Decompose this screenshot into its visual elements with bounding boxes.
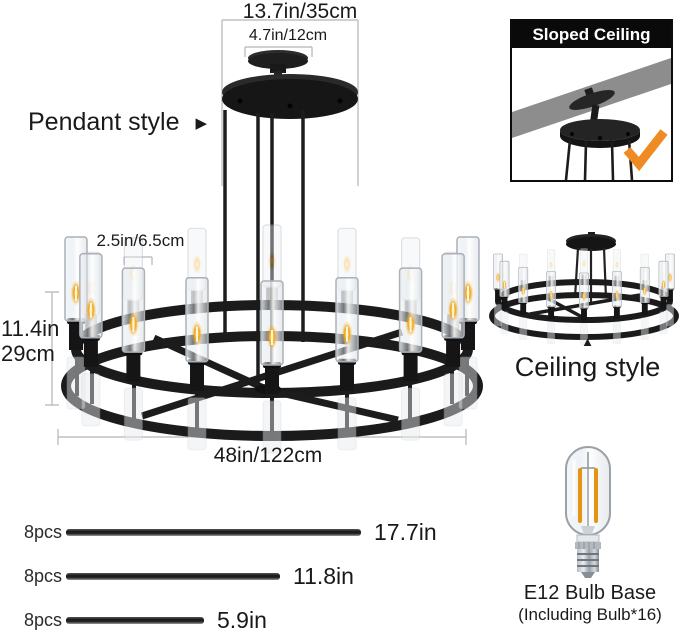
- bulb-subtitle-label: (Including Bulb*16): [518, 605, 662, 624]
- width-dimension-label: 48in/122cm: [213, 444, 323, 467]
- rod-length-label: 11.8in: [293, 562, 354, 589]
- top-dimension-label: 13.7in/35cm: [242, 0, 358, 23]
- canopy-dimension-label: 4.7in/12cm: [248, 27, 328, 44]
- rod-length-label: 17.7in: [374, 518, 437, 545]
- ceiling-chandelier-illustration: [489, 232, 679, 346]
- ceiling-style-label: Ceiling style: [514, 352, 661, 382]
- rod-qty-label: 8pcs: [24, 609, 63, 630]
- rod-qty-label: 8pcs: [24, 565, 63, 586]
- height-dimension-label: 11.4in 29cm: [1, 316, 61, 366]
- pendant-style-text: Pendant style: [28, 108, 180, 136]
- rod-row: 8pcs 17.7in: [24, 518, 437, 545]
- tube-dimension-label: 2.5in/6.5cm: [96, 231, 185, 250]
- pendant-chandelier-illustration: [61, 50, 483, 454]
- e12-bulb-illustration: [565, 446, 611, 578]
- arrow-right-icon: ▶: [195, 115, 207, 132]
- bulb-title-label: E12 Bulb Base: [523, 582, 657, 604]
- height-in-text: 11.4in: [1, 316, 60, 341]
- rod-bar: [66, 528, 361, 536]
- rod-qty-label: 8pcs: [24, 521, 63, 542]
- height-cm-text: 29cm: [1, 341, 55, 367]
- sloped-ceiling-illustration: [512, 58, 671, 180]
- sloped-ceiling-title: Sloped Ceiling: [512, 21, 671, 48]
- check-icon: [623, 129, 668, 172]
- rod-row: 8pcs 5.9in: [24, 606, 267, 633]
- arrow-up-icon: ▲: [581, 334, 594, 349]
- rod-bar: [66, 572, 280, 580]
- sloped-ceiling-panel: Sloped Ceiling: [510, 19, 673, 182]
- rod-bar: [66, 616, 204, 624]
- pendant-style-label: Pendant style ▶: [28, 108, 207, 137]
- rod-row: 8pcs 11.8in: [24, 562, 354, 589]
- rod-length-label: 5.9in: [217, 606, 267, 633]
